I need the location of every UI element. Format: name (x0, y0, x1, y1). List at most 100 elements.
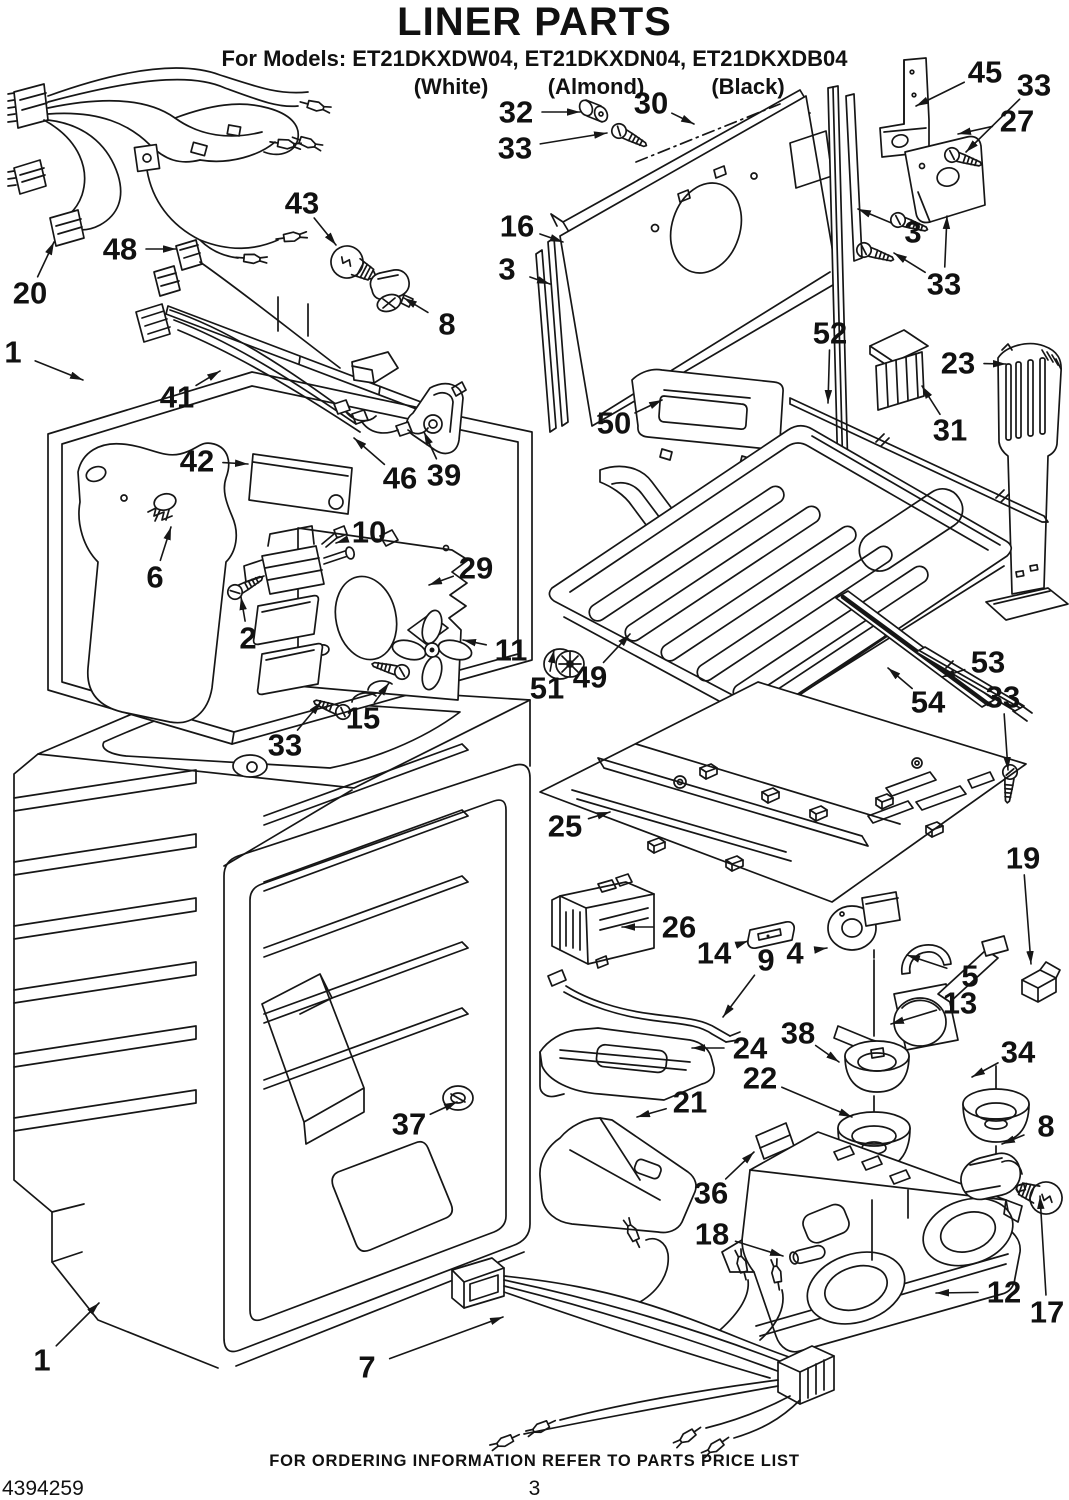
callout-label-1: 1 (33, 1343, 50, 1378)
callout-3: 3 (498, 252, 551, 287)
callout-33: 33 (893, 215, 961, 302)
callout-2: 2 (239, 596, 257, 656)
callout-23: 23 (941, 346, 1007, 381)
callout-arrow-41 (195, 370, 221, 387)
callout-24: 24 (691, 1031, 768, 1066)
harness-46 (333, 399, 429, 437)
callout-label-49: 49 (573, 660, 607, 695)
callout-52: 52 (813, 316, 847, 404)
callout-label-19: 19 (1006, 841, 1040, 876)
callout-arrow-7 (388, 1316, 504, 1360)
callout-label-9: 9 (757, 943, 774, 978)
color-label-black: (Black) (711, 74, 785, 99)
callout-label-8: 8 (1037, 1109, 1054, 1144)
callout-label-2: 2 (239, 621, 256, 656)
callout-33: 33 (498, 131, 608, 166)
callout-label-27: 27 (1000, 104, 1034, 139)
callout-label-11: 11 (495, 633, 528, 668)
callout-label-8: 8 (438, 307, 455, 342)
bulb-socket-8-top (369, 269, 414, 313)
clip-19 (1021, 961, 1061, 1003)
light-housing-12 (721, 1131, 1023, 1353)
callout-15: 15 (346, 682, 390, 736)
callout-arrow-53 (941, 668, 966, 678)
callout-arrow-37 (429, 1101, 458, 1116)
callout-36: 36 (694, 1151, 755, 1211)
callout-arrow-43 (313, 217, 337, 246)
callout-label-33: 33 (268, 728, 302, 763)
callout-arrow-25 (587, 811, 611, 820)
callout-30: 30 (634, 86, 695, 125)
callout-arrow-52 (824, 349, 833, 404)
callout-arrow-27 (957, 125, 994, 135)
callout-label-23: 23 (941, 346, 975, 381)
callout-arrow-16 (539, 233, 564, 243)
callout-arrow-6 (159, 526, 172, 562)
callout-arrow-2 (239, 596, 247, 622)
callout-46: 46 (353, 437, 417, 496)
callout-arrow-14 (734, 940, 749, 949)
callout-label-53: 53 (971, 645, 1005, 680)
callout-arrow-33 (296, 701, 322, 731)
callout-45: 45 (915, 55, 1002, 107)
rail-53 (915, 646, 1033, 722)
callout-51: 51 (530, 649, 564, 706)
callout-label-52: 52 (813, 316, 847, 351)
hook-5 (901, 944, 952, 975)
callout-label-26: 26 (662, 910, 696, 945)
callout-12: 12 (935, 1275, 1021, 1310)
callout-label-43: 43 (285, 186, 319, 221)
callout-label-37: 37 (392, 1107, 426, 1142)
callout-arrow-12 (935, 1289, 979, 1297)
ordering-note: FOR ORDERING INFORMATION REFER TO PARTS … (269, 1452, 800, 1470)
models-line: For Models: ET21DKXDW04, ET21DKXDN04, ET… (221, 46, 848, 71)
callout-arrow-29 (428, 575, 455, 586)
callout-arrow-21 (636, 1107, 667, 1118)
callout-label-18: 18 (695, 1217, 729, 1252)
thermostat-4 (827, 891, 901, 959)
callout-16: 16 (500, 209, 564, 244)
callout-arrow-51 (547, 649, 556, 672)
fan-motor-2 (243, 525, 356, 696)
bottom-panel-25 (539, 681, 1027, 903)
callout-14: 14 (697, 936, 749, 971)
callout-22: 22 (743, 1061, 853, 1118)
callout-label-41: 41 (160, 380, 194, 415)
callout-arrow-31 (921, 385, 941, 416)
callout-label-25: 25 (548, 809, 582, 844)
document-number: 4394259 (2, 1477, 84, 1500)
callout-arrow-5 (906, 954, 948, 970)
callout-label-32: 32 (499, 95, 533, 130)
callout-label-1: 1 (4, 335, 21, 370)
shelf-rail-41 (165, 305, 451, 422)
callout-label-34: 34 (1001, 1035, 1036, 1070)
callout-25: 25 (548, 809, 611, 844)
callout-arrow-30 (671, 112, 695, 125)
callout-17: 17 (1030, 1195, 1064, 1330)
callout-label-50: 50 (597, 406, 631, 441)
callout-18: 18 (695, 1217, 784, 1257)
callout-10: 10 (335, 515, 386, 550)
callout-label-3: 3 (904, 215, 921, 250)
rod-52 (789, 397, 1049, 523)
callout-8: 8 (403, 297, 456, 342)
callout-label-51: 51 (530, 671, 564, 706)
callout-label-30: 30 (634, 86, 668, 121)
callout-label-33: 33 (927, 267, 961, 302)
callout-label-46: 46 (383, 461, 417, 496)
page-title: LINER PARTS (397, 0, 672, 44)
callout-label-12: 12 (987, 1275, 1021, 1310)
control-box-26 (551, 873, 655, 969)
callout-arrow-45 (915, 81, 966, 107)
box-31 (869, 329, 929, 411)
callout-arrow-4 (813, 946, 828, 954)
callout-7: 7 (358, 1316, 504, 1385)
callout-label-15: 15 (346, 701, 380, 736)
callout-11: 11 (462, 633, 528, 668)
callout-label-21: 21 (673, 1085, 707, 1120)
callout-43: 43 (285, 186, 337, 246)
callout-label-22: 22 (743, 1061, 777, 1096)
callout-8: 8 (1001, 1109, 1055, 1145)
callout-arrow-1 (34, 360, 84, 381)
color-label-almond: (Almond) (547, 74, 645, 99)
